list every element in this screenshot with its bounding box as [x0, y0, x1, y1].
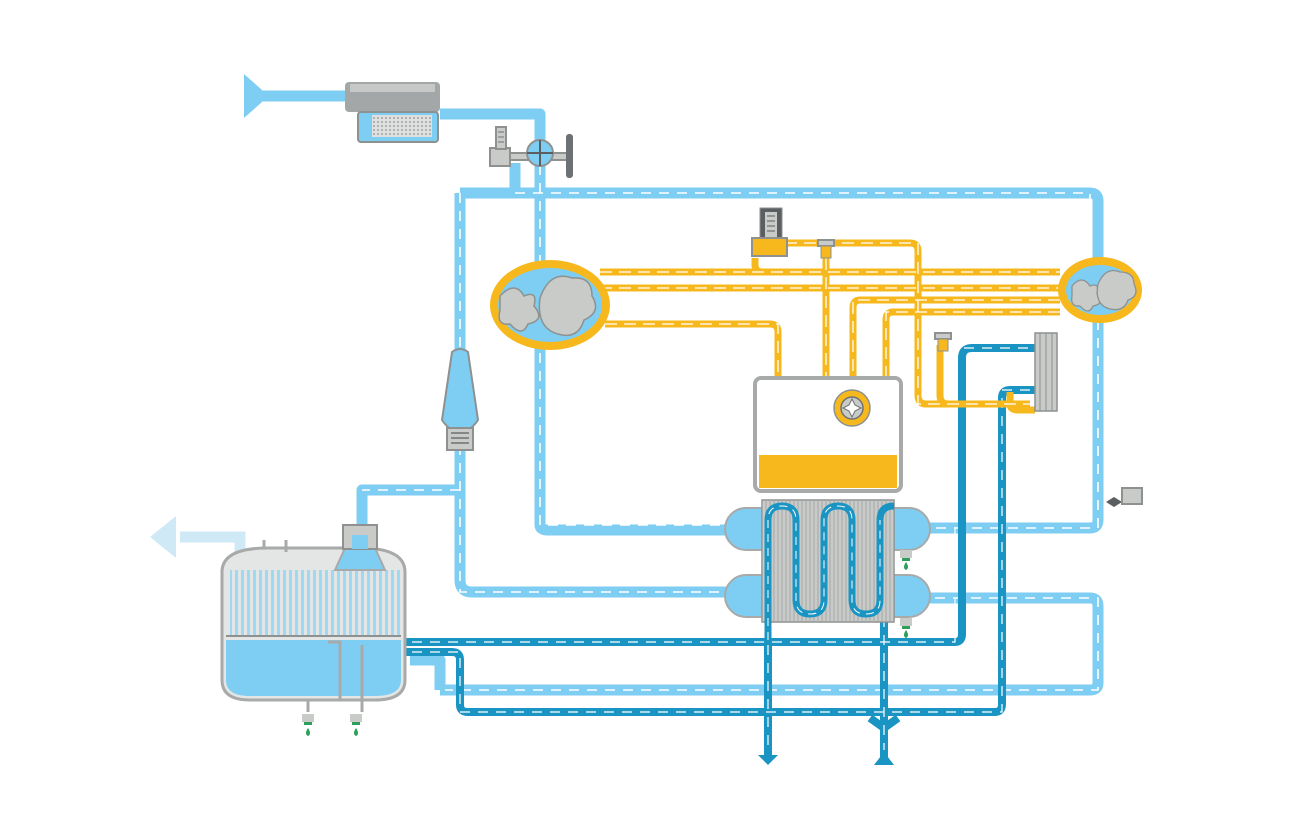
water-outlet-icon [758, 755, 778, 765]
blow-off-silencer-icon [440, 348, 480, 451]
condensate-drain-icon [302, 550, 912, 736]
check-valve-icon [1106, 487, 1143, 507]
compressed-air-outlet-arrow-icon [150, 516, 176, 558]
oil-pump-icon [833, 389, 871, 427]
air-intake-horn-icon [244, 74, 262, 118]
oil-lines [600, 239, 1060, 414]
high-pressure-screw-element-icon [1058, 257, 1142, 323]
water-inlet-icon [874, 752, 894, 765]
intercooler-aftercooler-icon [724, 499, 931, 640]
inlet-valve-icon [489, 126, 573, 178]
air-receiver-tank-icon [220, 524, 407, 712]
low-pressure-screw-element-icon [490, 260, 610, 350]
oil-sump-icon [753, 376, 903, 493]
air-lines [150, 90, 1104, 696]
oil-filter-icon [751, 207, 788, 257]
intake-filter-icon [345, 82, 440, 143]
oil-cooler-icon [1034, 332, 1058, 412]
oil-check-valve-icon [817, 239, 952, 352]
